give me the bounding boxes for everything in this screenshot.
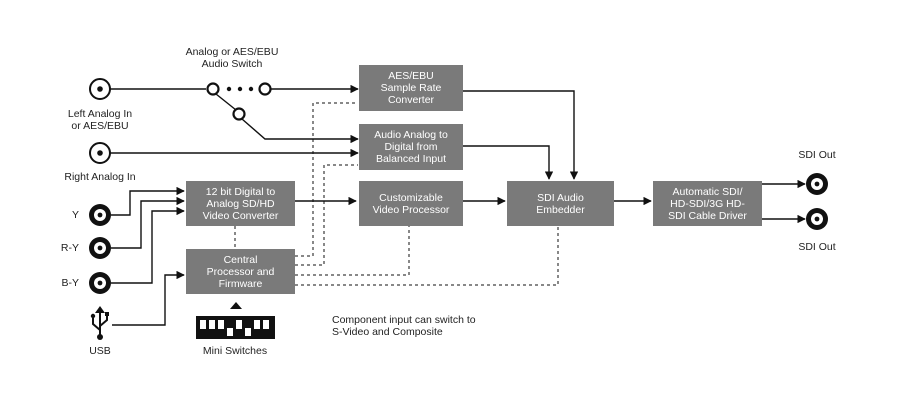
aes-converter-block: AES/EBU Sample Rate Converter [359, 65, 463, 111]
cable-driver-block: Automatic SDI/ HD-SDI/3G HD- SDI Cable D… [653, 181, 762, 226]
sdi-out-2-connector [806, 208, 828, 230]
video-converter-block: 12 bit Digital to Analog SD/HD Video Con… [186, 181, 295, 226]
left-analog-connector [89, 78, 111, 100]
audio-switch [110, 82, 272, 121]
ry-label: R-Y [60, 242, 79, 254]
y-label: Y [71, 209, 79, 221]
ry-connector [89, 237, 111, 259]
audio-switch-label: Analog or AES/EBU Audio Switch [185, 46, 279, 70]
by-connector [89, 272, 111, 294]
mini-switches-label: Mini Switches [202, 345, 268, 357]
sdi-out-2-label: SDI Out [798, 241, 836, 253]
audio-adc-block: Audio Analog to Digital from Balanced In… [359, 124, 463, 170]
left-analog-label: Left Analog In or AES/EBU [67, 108, 133, 132]
usb-icon [90, 306, 109, 340]
video-processor-block: Customizable Video Processor [359, 181, 463, 226]
central-processor-block: Central Processor and Firmware [186, 249, 295, 294]
usb-label: USB [89, 345, 111, 357]
right-analog-connector [89, 142, 111, 164]
sdi-out-1-connector [806, 173, 828, 195]
y-connector [89, 204, 111, 226]
sdi-embedder-block: SDI Audio Embedder [507, 181, 614, 226]
mini-switches-icon [196, 302, 275, 339]
sdi-out-1-label: SDI Out [798, 149, 836, 161]
component-note: Component input can switch to S-Video an… [332, 314, 476, 338]
right-analog-label: Right Analog In [64, 171, 136, 183]
by-label: B-Y [61, 277, 79, 289]
